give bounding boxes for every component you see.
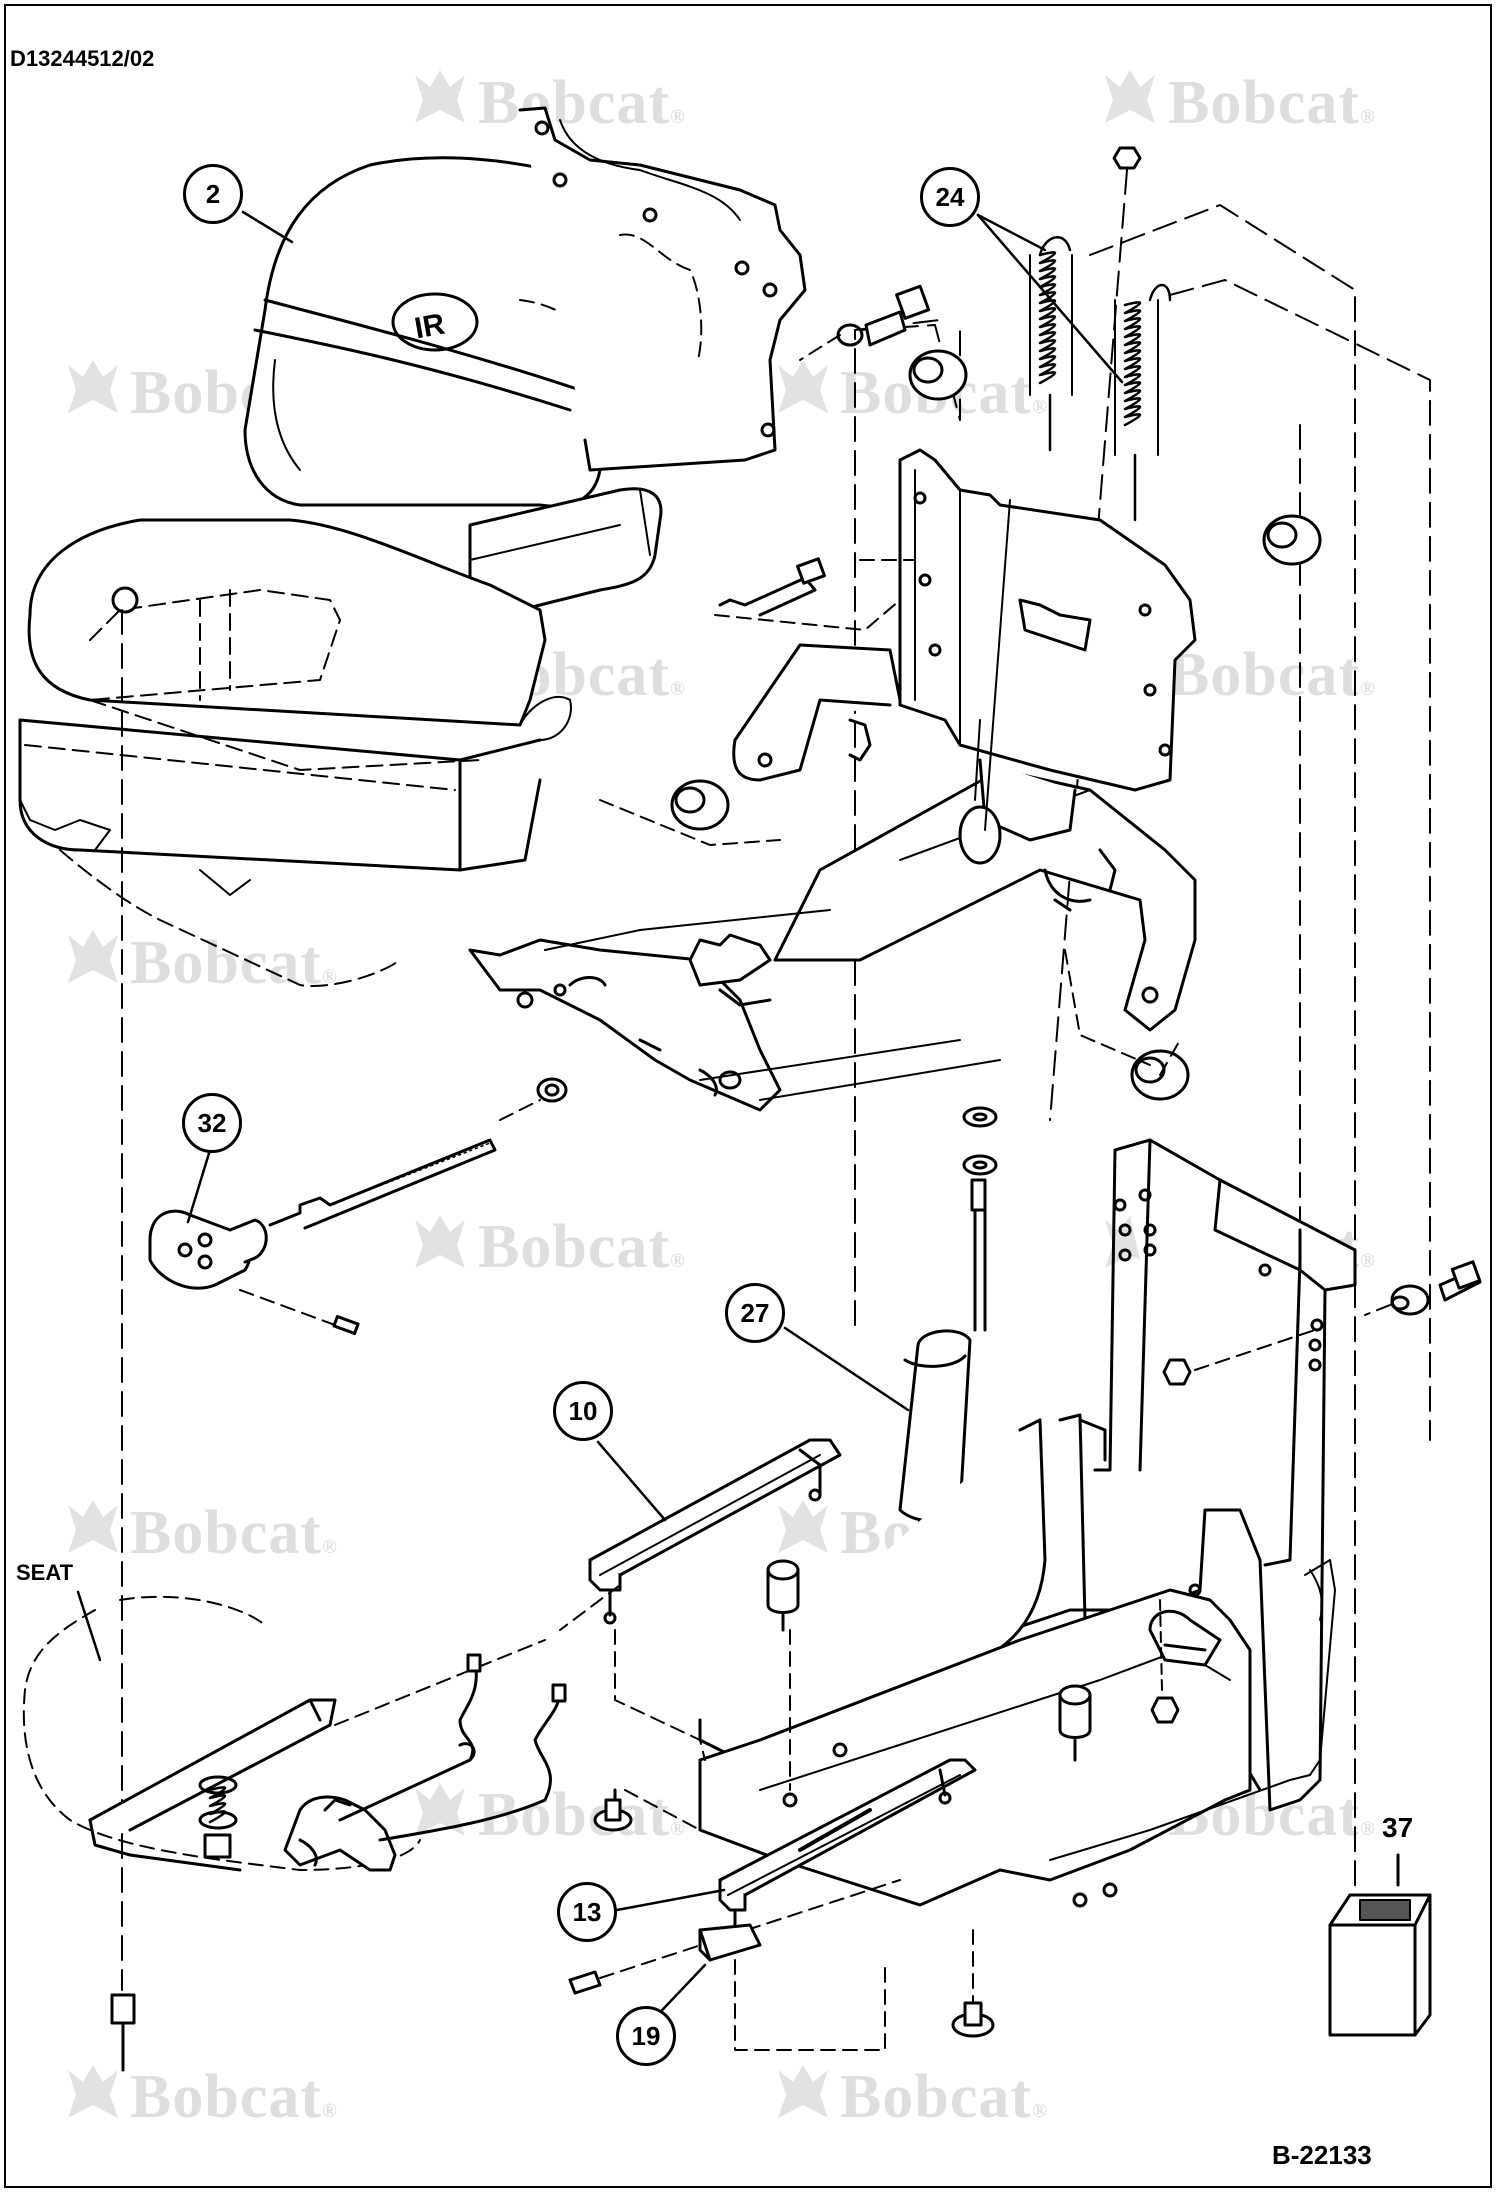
figure-id: B-22133 — [1272, 2140, 1372, 2170]
seat-base-latch — [22, 1595, 567, 1872]
seat-label: SEAT — [16, 1560, 74, 1585]
callout-27: 27 — [725, 1283, 785, 1343]
watermark-text: Bobcat® — [130, 2063, 338, 2131]
part-box-37 — [1328, 1853, 1432, 2037]
bottom-bolt — [110, 1993, 136, 2072]
seat-badge-text: IR — [412, 308, 448, 346]
bolt-washer — [799, 284, 931, 361]
watermark-text: Bobcat® — [840, 2063, 1048, 2131]
rubber-stop — [766, 1559, 1092, 1791]
bobcat-logo-icon — [778, 1500, 828, 1553]
watermark-text: Bobcat® — [478, 1213, 686, 1281]
callout-leaders — [76, 210, 1124, 2027]
watermark-text: Bobcat® — [478, 69, 686, 137]
base-frame — [698, 1138, 1482, 1908]
watermark-text: Bobcat® — [478, 1781, 686, 1849]
watermark-text: Bobcat® — [130, 1499, 338, 1567]
suspension-upper-frame — [468, 448, 1197, 1112]
seat-cushion — [18, 518, 572, 987]
watermark-text: Bobcat® — [1168, 69, 1376, 137]
rubber-bumper — [670, 349, 1322, 1101]
bobcat-logo-icon — [778, 360, 828, 413]
callout-32: 32 — [182, 1093, 242, 1153]
adjustment-knob-assembly — [148, 1077, 568, 1335]
bobcat-logo-icon — [68, 930, 118, 983]
spring-pair — [1029, 236, 1172, 522]
bobcat-logo-icon — [68, 1500, 118, 1553]
callout-37: 37 — [1382, 1812, 1414, 1843]
bobcat-logo-icon — [415, 1215, 465, 1268]
watermark-text: Bobcat® — [1168, 1781, 1376, 1849]
callout-2: 2 — [183, 164, 243, 224]
callout-13: 13 — [557, 1882, 617, 1942]
bobcat-logo-icon — [1105, 70, 1155, 123]
bobcat-logo-icon — [68, 360, 118, 413]
slide-rail-upper — [559, 1438, 842, 1761]
bobcat-logo-icon — [415, 1783, 465, 1836]
seat-back — [243, 106, 807, 613]
drawing-frame — [4, 4, 1492, 2188]
shock-absorber — [898, 1106, 998, 1547]
watermark-text: Bobcat® — [1168, 641, 1376, 709]
bobcat-logo-icon — [778, 2065, 828, 2118]
bobcat-logo-icon — [415, 70, 465, 123]
flanged-foot — [593, 1759, 995, 2038]
top-nut — [1112, 146, 1142, 170]
watermark-text: Bobcat® — [130, 929, 338, 997]
document-id: D13244512/02 — [10, 46, 155, 71]
slide-rail-lower — [568, 1758, 977, 2051]
bobcat-logo-icon — [68, 2065, 118, 2118]
callout-19: 19 — [616, 2006, 676, 2066]
callout-24: 24 — [920, 167, 980, 227]
callout-10: 10 — [553, 1381, 613, 1441]
